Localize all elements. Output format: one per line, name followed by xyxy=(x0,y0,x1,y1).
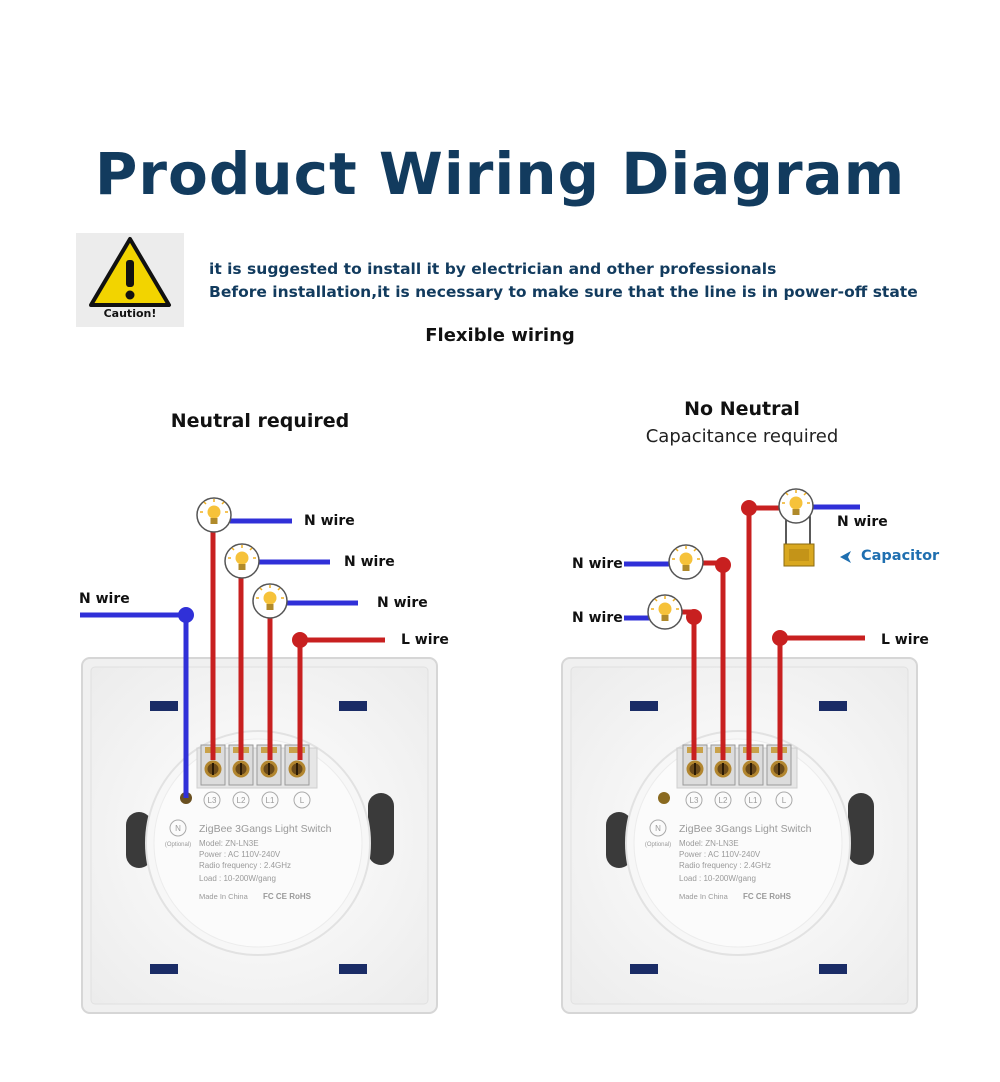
svg-text:Model: ZN-LN3E: Model: ZN-LN3E xyxy=(679,839,739,848)
bulb-icon xyxy=(668,544,704,580)
svg-text:Load : 10-200W/gang: Load : 10-200W/gang xyxy=(679,874,756,883)
capacitor-label: Capacitor xyxy=(861,548,940,564)
bulb-icon xyxy=(224,543,260,579)
left-section-title: Neutral required xyxy=(170,410,350,432)
right-section-subtitle: Capacitance required xyxy=(645,426,839,447)
svg-text:L2: L2 xyxy=(719,796,728,805)
right-wires xyxy=(624,500,865,760)
caution-note-1: it is suggested to install it by electri… xyxy=(209,260,777,278)
right-l-wire-label: L wire xyxy=(881,632,929,648)
bulb-icon xyxy=(778,488,814,524)
right-n-wire-label-2: N wire xyxy=(572,556,623,572)
left-n-main-label: N wire xyxy=(79,591,130,607)
svg-text:ZigBee 3Gangs Light Switch: ZigBee 3Gangs Light Switch xyxy=(679,823,812,835)
right-device-info: ZigBee 3Gangs Light Switch Model: ZN-LN3… xyxy=(679,823,812,901)
caution-badge: Caution! xyxy=(76,233,184,327)
svg-text:(Optional): (Optional) xyxy=(165,842,191,848)
svg-text:Made In China: Made In China xyxy=(199,892,249,901)
left-switch-plate xyxy=(81,657,438,1014)
right-n-wire-label-3: N wire xyxy=(572,610,623,626)
svg-text:FC CE RoHS: FC CE RoHS xyxy=(263,892,312,901)
svg-text:N: N xyxy=(175,824,181,833)
svg-text:Power : AC 110V-240V: Power : AC 110V-240V xyxy=(679,850,761,859)
svg-text:Radio frequency : 2.4GHz: Radio frequency : 2.4GHz xyxy=(679,861,771,870)
svg-text:L1: L1 xyxy=(266,796,275,805)
left-l-wire-label: L wire xyxy=(401,632,449,648)
right-terminal-labels: L3 L2 L1 L N (Optional) xyxy=(645,791,793,848)
section-subtitle: Flexible wiring xyxy=(425,325,575,346)
caution-note-2: Before installation,it is necessary to m… xyxy=(209,283,918,301)
right-n-wire-label-1: N wire xyxy=(837,514,888,530)
left-device-info: ZigBee 3Gangs Light Switch Model: ZN-LN3… xyxy=(199,823,332,901)
svg-text:N: N xyxy=(655,824,661,833)
right-capacitor xyxy=(783,510,815,567)
left-n-wire-label-2: N wire xyxy=(344,554,395,570)
svg-text:L3: L3 xyxy=(690,796,699,805)
caution-notes: it is suggested to install it by electri… xyxy=(209,258,918,304)
svg-text:Power : AC 110V-240V: Power : AC 110V-240V xyxy=(199,850,281,859)
svg-text:L: L xyxy=(782,796,787,805)
svg-text:(Optional): (Optional) xyxy=(645,842,671,848)
svg-text:Made In China: Made In China xyxy=(679,892,729,901)
right-switch-plate xyxy=(561,657,918,1014)
caution-label: Caution! xyxy=(103,307,157,320)
left-n-wire-label-1: N wire xyxy=(304,513,355,529)
bulb-icon xyxy=(647,594,683,630)
svg-text:L: L xyxy=(300,796,305,805)
left-terminal-labels: L3 L2 L1 L N (Optional) xyxy=(165,791,311,848)
svg-text:Load : 10-200W/gang: Load : 10-200W/gang xyxy=(199,874,276,883)
svg-text:ZigBee 3Gangs Light Switch: ZigBee 3Gangs Light Switch xyxy=(199,823,332,835)
svg-text:L1: L1 xyxy=(749,796,758,805)
svg-text:Model: ZN-LN3E: Model: ZN-LN3E xyxy=(199,839,259,848)
svg-text:L2: L2 xyxy=(237,796,246,805)
svg-text:Radio frequency : 2.4GHz: Radio frequency : 2.4GHz xyxy=(199,861,291,870)
svg-text:L3: L3 xyxy=(208,796,217,805)
warning-triangle-icon xyxy=(89,237,171,307)
page-title: Product Wiring Diagram xyxy=(94,140,906,208)
bulb-icon xyxy=(196,497,232,533)
right-section-title: No Neutral xyxy=(684,398,800,420)
bulb-icon xyxy=(252,583,288,619)
capacitor-arrow-icon xyxy=(840,551,851,563)
svg-text:FC CE RoHS: FC CE RoHS xyxy=(743,892,792,901)
left-n-wire-label-3: N wire xyxy=(377,595,428,611)
